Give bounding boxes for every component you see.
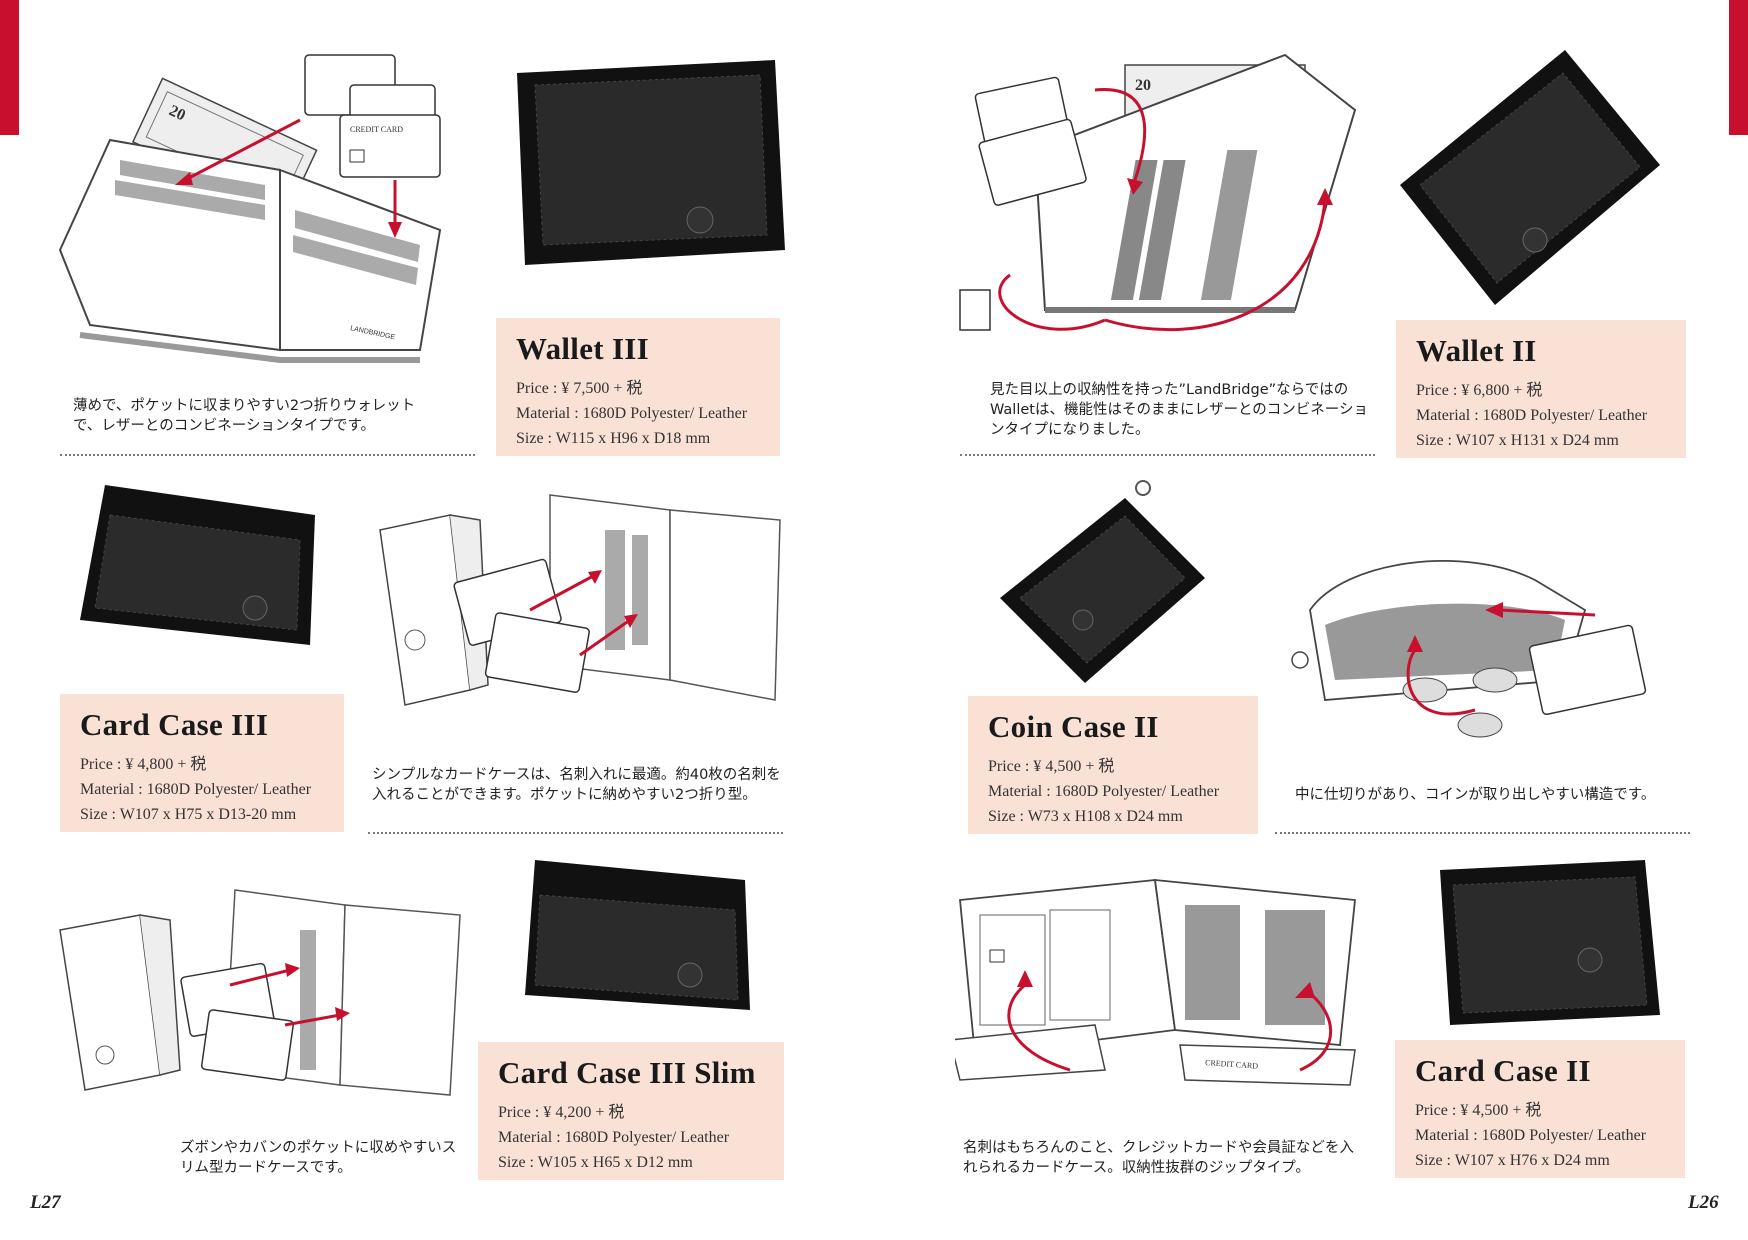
page-number-right: L26 xyxy=(1688,1192,1719,1213)
coincase2-price: Price : ¥ 4,500 + 税 xyxy=(988,758,1115,776)
svg-text:CREDIT CARD: CREDIT CARD xyxy=(1205,1058,1259,1071)
wallet3-description: 薄めで、ポケットに収まりやすい2つ折りウォレットで、レザーとのコンビネーションタ… xyxy=(73,398,416,434)
wallet2-price: Price : ¥ 6,800 + 税 xyxy=(1416,382,1543,400)
coincase2-material: Material : 1680D Polyester/ Leather xyxy=(988,783,1220,801)
cardcase3slim-price: Price : ¥ 4,200 + 税 xyxy=(498,1104,625,1122)
wallet2-size: Size : W107 x H131 x D24 mm xyxy=(1416,432,1619,450)
wallet3-info-card: Wallet III Price : ¥ 7,500 + 税 Material … xyxy=(496,318,780,456)
divider xyxy=(368,832,783,834)
wallet3-price: Price : ¥ 7,500 + 税 xyxy=(516,380,643,398)
cardcase3-info-card: Card Case III Price : ¥ 4,800 + 税 Materi… xyxy=(60,694,344,832)
wallet2-description: 見た目以上の収納性を持った”LandBridge”ならではのWalletは、機能… xyxy=(990,382,1369,438)
wallet2-name: Wallet II xyxy=(1416,333,1537,368)
divider xyxy=(60,454,475,456)
page-number-left: L27 xyxy=(30,1192,61,1213)
cardcase3-material: Material : 1680D Polyester/ Leather xyxy=(80,781,312,799)
cardcase3slim-name: Card Case III Slim xyxy=(498,1055,756,1090)
divider xyxy=(960,454,1375,456)
cardcase3-name: Card Case III xyxy=(80,707,269,742)
cardcase3slim-description: ズボンやカバンのポケットに収めやすいスリム型カードケースです。 xyxy=(180,1140,457,1176)
coincase2-photo xyxy=(1000,480,1205,683)
cardcase3slim-size: Size : W105 x H65 x D12 mm xyxy=(498,1154,693,1172)
credit-card-label: CREDIT CARD xyxy=(350,125,403,134)
wallet2-info-card: Wallet II Price : ¥ 6,800 + 税 Material :… xyxy=(1396,320,1686,458)
cardcase2-photo xyxy=(1440,860,1660,1025)
cardcase3slim-photo xyxy=(525,860,750,1010)
cardcase3slim-illustration xyxy=(59,889,461,1096)
cardcase2-size: Size : W107 x H76 x D24 mm xyxy=(1415,1152,1610,1170)
wallet2-illustration: 20 xyxy=(959,53,1357,332)
svg-text:20: 20 xyxy=(1135,77,1151,94)
cardcase3slim-material: Material : 1680D Polyester/ Leather xyxy=(498,1129,730,1147)
left-edge-tab xyxy=(0,0,19,135)
coincase2-info-card: Coin Case II Price : ¥ 4,500 + 税 Materia… xyxy=(968,696,1258,834)
cardcase2-illustration: CREDIT CARD xyxy=(955,878,1356,1086)
wallet2-photo xyxy=(1400,50,1660,305)
coincase2-description: 中に仕切りがあり、コインが取り出しやすい構造です。 xyxy=(1295,787,1656,803)
coincase2-illustration xyxy=(1291,560,1647,738)
divider xyxy=(1275,832,1690,834)
cardcase3-size: Size : W107 x H75 x D13-20 mm xyxy=(80,806,297,824)
wallet3-name: Wallet III xyxy=(516,331,650,366)
right-edge-tab xyxy=(1729,0,1748,135)
coincase2-size: Size : W73 x H108 x D24 mm xyxy=(988,808,1183,826)
cardcase3-photo xyxy=(80,485,315,645)
coincase2-name: Coin Case II xyxy=(988,709,1159,744)
wallet3-material: Material : 1680D Polyester/ Leather xyxy=(516,405,748,423)
cardcase2-info-card: Card Case II Price : ¥ 4,500 + 税 Materia… xyxy=(1395,1040,1685,1178)
cardcase3slim-info-card: Card Case III Slim Price : ¥ 4,200 + 税 M… xyxy=(478,1042,784,1180)
wallet3-photo xyxy=(517,60,785,265)
cardcase3-description: シンプルなカードケースは、名刺入れに最適。約40枚の名刺を入れることができます。… xyxy=(372,767,781,803)
svg-text:20: 20 xyxy=(166,102,188,124)
wallet3-size: Size : W115 x H96 x D18 mm xyxy=(516,430,711,448)
cardcase3-price: Price : ¥ 4,800 + 税 xyxy=(80,756,207,774)
cardcase2-name: Card Case II xyxy=(1415,1053,1591,1088)
wallet3-illustration: 20 LANDBRIDGE CREDIT CARD xyxy=(58,54,442,363)
cardcase2-material: Material : 1680D Polyester/ Leather xyxy=(1415,1127,1647,1145)
cardcase2-description: 名刺はもちろんのこと、クレジットカードや会員証などを入れられるカードケース。収納… xyxy=(963,1140,1354,1176)
wallet2-material: Material : 1680D Polyester/ Leather xyxy=(1416,407,1648,425)
cardcase3-illustration xyxy=(379,494,781,706)
cardcase2-price: Price : ¥ 4,500 + 税 xyxy=(1415,1102,1542,1120)
